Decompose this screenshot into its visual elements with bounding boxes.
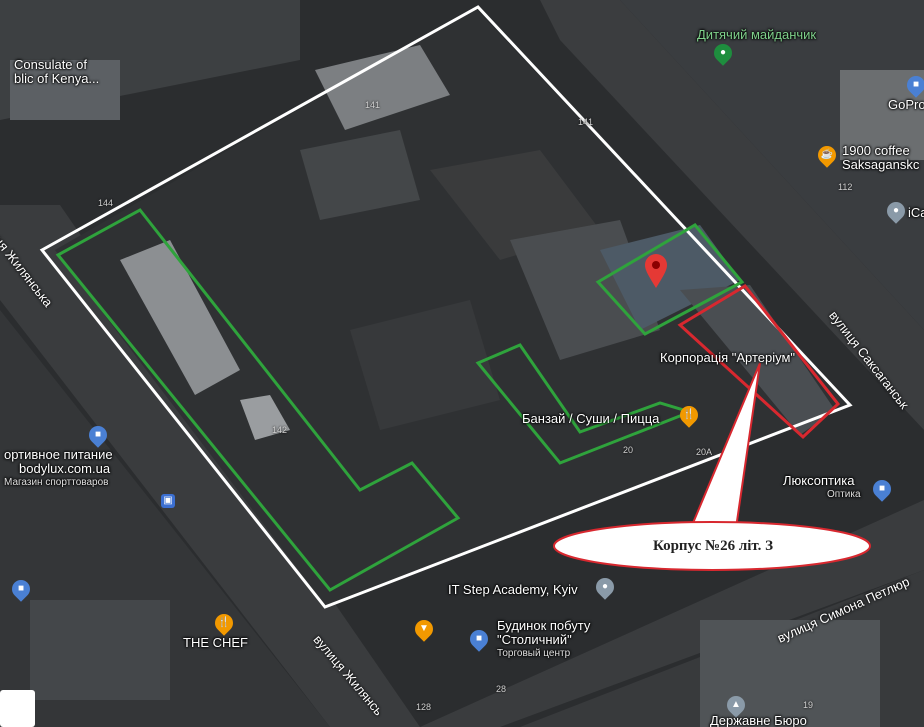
poi-budynok-label: Будинок побуту [497,618,591,633]
poi-consulate[interactable]: Consulate of blic of Kenya... [14,58,99,86]
poi-coffee-label: 1900 coffee [842,143,910,158]
building-number: 112 [838,182,853,192]
bus-stop-icon[interactable]: ▣ [161,494,175,508]
poi-itstep[interactable]: IT Step Academy, Kyiv [448,582,578,597]
green-building-outline-west [55,208,461,592]
poi-playground[interactable]: Дитячий майданчик [697,27,817,42]
green-building-outline-center [475,343,695,465]
poi-consulate-label2: blic of Kenya... [14,71,100,86]
callout-label: Корпус №26 літ. З [652,537,774,554]
poi-bodylux-label: ортивное питание [4,447,113,462]
poi-coffee[interactable]: 1900 coffee Saksaganskc [842,144,919,172]
poi-ica[interactable]: iCa [908,205,924,220]
layer-toggle [0,690,35,727]
poi-coffee-label2: Saksaganskc [842,157,920,172]
poi-bodylux[interactable]: ортивное питание bodylux.com.ua Магазин … [4,448,113,490]
building-number: 128 [416,702,432,712]
poi-bodylux-label2: bodylux.com.ua [19,461,111,476]
poi-budynok-sub: Торговый центр [497,648,571,659]
poi-gopro[interactable]: GoPro [888,97,924,112]
poi-arterium[interactable]: Корпорація "Артеріум" [660,350,796,365]
green-building-outline-east [595,223,745,336]
callout-bubble [553,521,871,571]
poi-derzh[interactable]: Державне Бюро [710,713,807,727]
building-number: 141 [365,100,381,110]
poi-banzai[interactable]: Банзай / Суши / Пицца [522,411,660,426]
building-number: 20 [623,445,634,455]
building-number: 28 [496,684,507,694]
poi-luksoptika[interactable]: Люксоптика Оптика [783,474,861,502]
poi-budynok[interactable]: Будинок побуту "Столичний" Торговый цент… [497,619,590,661]
building-number: 19 [803,700,814,710]
poi-luksoptika-sub: Оптика [827,489,861,500]
poi-budynok-label2: "Столичний" [497,632,572,647]
building-number: 144 [98,198,114,208]
site-boundary-outline [39,5,853,609]
red-building-outline [677,284,841,440]
poi-consulate-label: Consulate of [14,57,87,72]
building-number: 142 [272,425,288,435]
poi-bodylux-sub: Магазин спорттоваров [4,477,109,488]
location-pin-icon [645,254,667,288]
poi-luksoptika-label: Люксоптика [783,473,855,488]
poi-chef[interactable]: THE CHEF [183,635,248,650]
building-number: 20А [696,447,713,457]
building-number: 141 [578,117,594,127]
